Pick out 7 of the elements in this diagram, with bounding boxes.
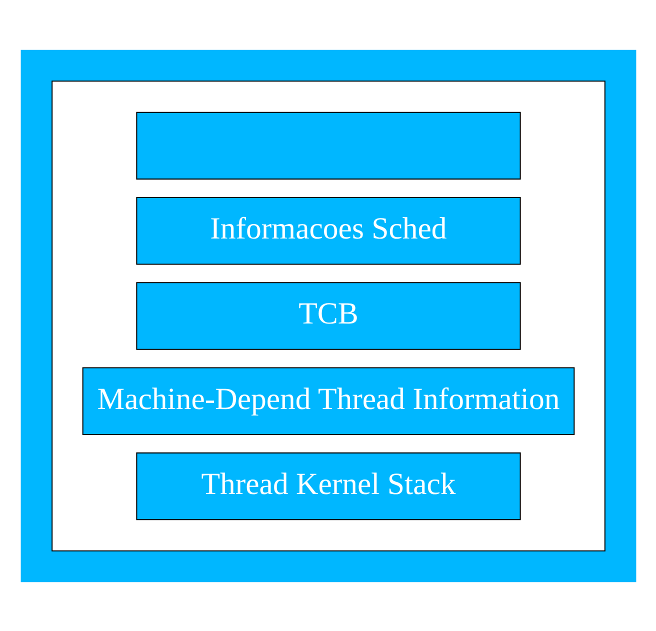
node-box — [136, 111, 520, 180]
node-box: Thread Kernel Stack — [136, 452, 520, 520]
node-box: TCB — [136, 282, 520, 350]
node-box: Informacoes Sched — [136, 196, 520, 264]
cluster — [51, 80, 605, 551]
cluster — [20, 49, 636, 582]
node-box: Machine-Depend Thread Information — [82, 366, 574, 434]
